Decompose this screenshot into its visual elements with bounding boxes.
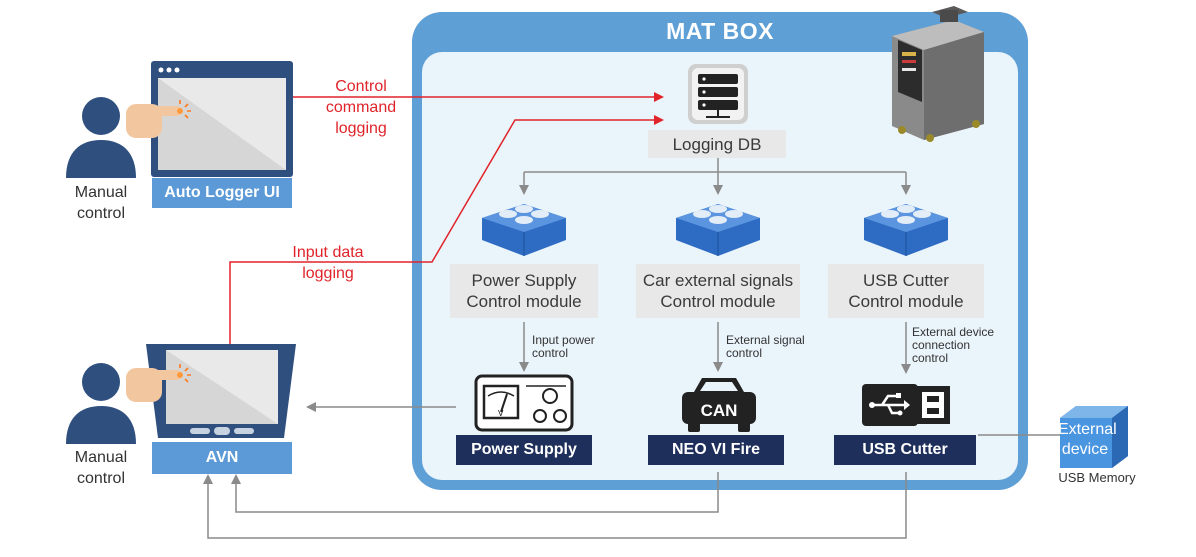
- can-text: CAN: [701, 401, 738, 420]
- can-car-icon: CAN: [682, 378, 756, 432]
- hand-touch-icon-bottom: [126, 364, 191, 402]
- server-icon: [688, 64, 748, 124]
- person-icon-top: [66, 97, 136, 178]
- module-block-icon-power: [482, 204, 566, 256]
- auto-logger-ui-label: Auto Logger UI: [152, 178, 292, 208]
- power-supply-label: Power Supply: [456, 435, 592, 465]
- usb-memory-caption: USB Memory: [1058, 470, 1136, 485]
- module-block-icon-external: [676, 204, 760, 256]
- neo-vi-fire-label: NEO VI Fire: [648, 435, 784, 465]
- matbox-machine-icon: [892, 6, 984, 142]
- usb-cutter-label: USB Cutter: [834, 435, 976, 465]
- svg-text:V: V: [498, 409, 504, 418]
- db-fanout-line: [524, 158, 906, 173]
- external-device-cube-icon: [1060, 406, 1128, 468]
- module-block-icon-usb: [864, 204, 948, 256]
- logging-db-label: Logging DB: [648, 130, 786, 158]
- usb-stick-icon: [862, 384, 950, 426]
- power-supply-meter-icon: V: [474, 374, 574, 432]
- auto-logger-screen-icon: [151, 61, 293, 177]
- person-icon-bottom: [66, 363, 136, 444]
- hand-touch-icon-top: [126, 100, 191, 138]
- matbox-title: MAT BOX: [666, 18, 774, 44]
- input-logging-arrow: [229, 115, 664, 345]
- avn-label: AVN: [152, 442, 292, 474]
- avn-device-icon: [146, 344, 296, 438]
